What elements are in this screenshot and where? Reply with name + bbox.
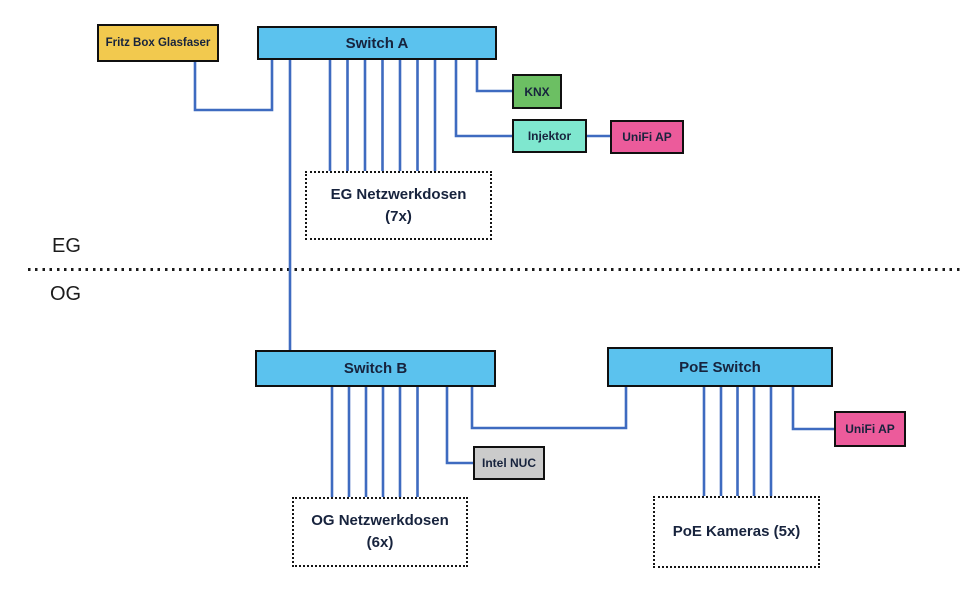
node-label: OG Netzwerkdosen <box>311 512 449 529</box>
wire-poe-switch-unifi-ap-og <box>791 386 834 431</box>
node-label: UniFi AP <box>622 130 672 144</box>
node-label: EG Netzwerkdosen <box>330 185 467 203</box>
node-label: PoE Switch <box>679 358 761 376</box>
wire-switch-b-intel-nuc <box>445 386 474 465</box>
node-poe-switch: PoE Switch <box>607 347 833 387</box>
node-label: UniFi AP <box>845 422 895 436</box>
node-label: PoE Kameras (5x) <box>672 523 801 540</box>
node-label: Switch A <box>345 34 409 52</box>
node-intel-nuc: Intel NUC <box>473 446 545 480</box>
node-poe-kameras: PoE Kameras (5x) <box>653 496 820 568</box>
node-og-netzwerkdosen: OG Netzwerkdosen (6x) <box>292 497 468 567</box>
node-count: (6x) <box>366 534 394 551</box>
node-label: Switch B <box>343 360 408 377</box>
wire-switch-a-knx <box>475 59 513 93</box>
node-switch-a: Switch A <box>257 26 497 60</box>
node-unifi-ap-og: UniFi AP <box>834 411 906 447</box>
wire-switch-a-injektor <box>454 59 513 138</box>
wire-group <box>193 59 834 497</box>
wire-fritzbox-switch-a <box>193 59 274 112</box>
node-injektor: Injektor <box>512 119 587 153</box>
node-switch-b: Switch B <box>255 350 496 387</box>
floor-label-eg: EG <box>52 235 81 257</box>
node-eg-netzwerkdosen: EG Netzwerkdosen (7x) <box>305 171 492 240</box>
floor-divider-line <box>28 268 960 271</box>
floor-label-og: OG <box>50 283 82 305</box>
node-knx: KNX <box>512 74 562 109</box>
node-label: Intel NUC <box>482 456 536 470</box>
node-unifi-ap-eg: UniFi AP <box>610 120 684 154</box>
node-count: (7x) <box>385 207 412 225</box>
node-label: Injektor <box>527 129 572 143</box>
node-fritz-box-glasfaser: Fritz Box Glasfaser <box>97 24 219 62</box>
node-label: Fritz Box Glasfaser <box>105 37 211 49</box>
node-label: KNX <box>524 84 550 99</box>
wire-switch-b-poe-switch <box>470 386 628 430</box>
